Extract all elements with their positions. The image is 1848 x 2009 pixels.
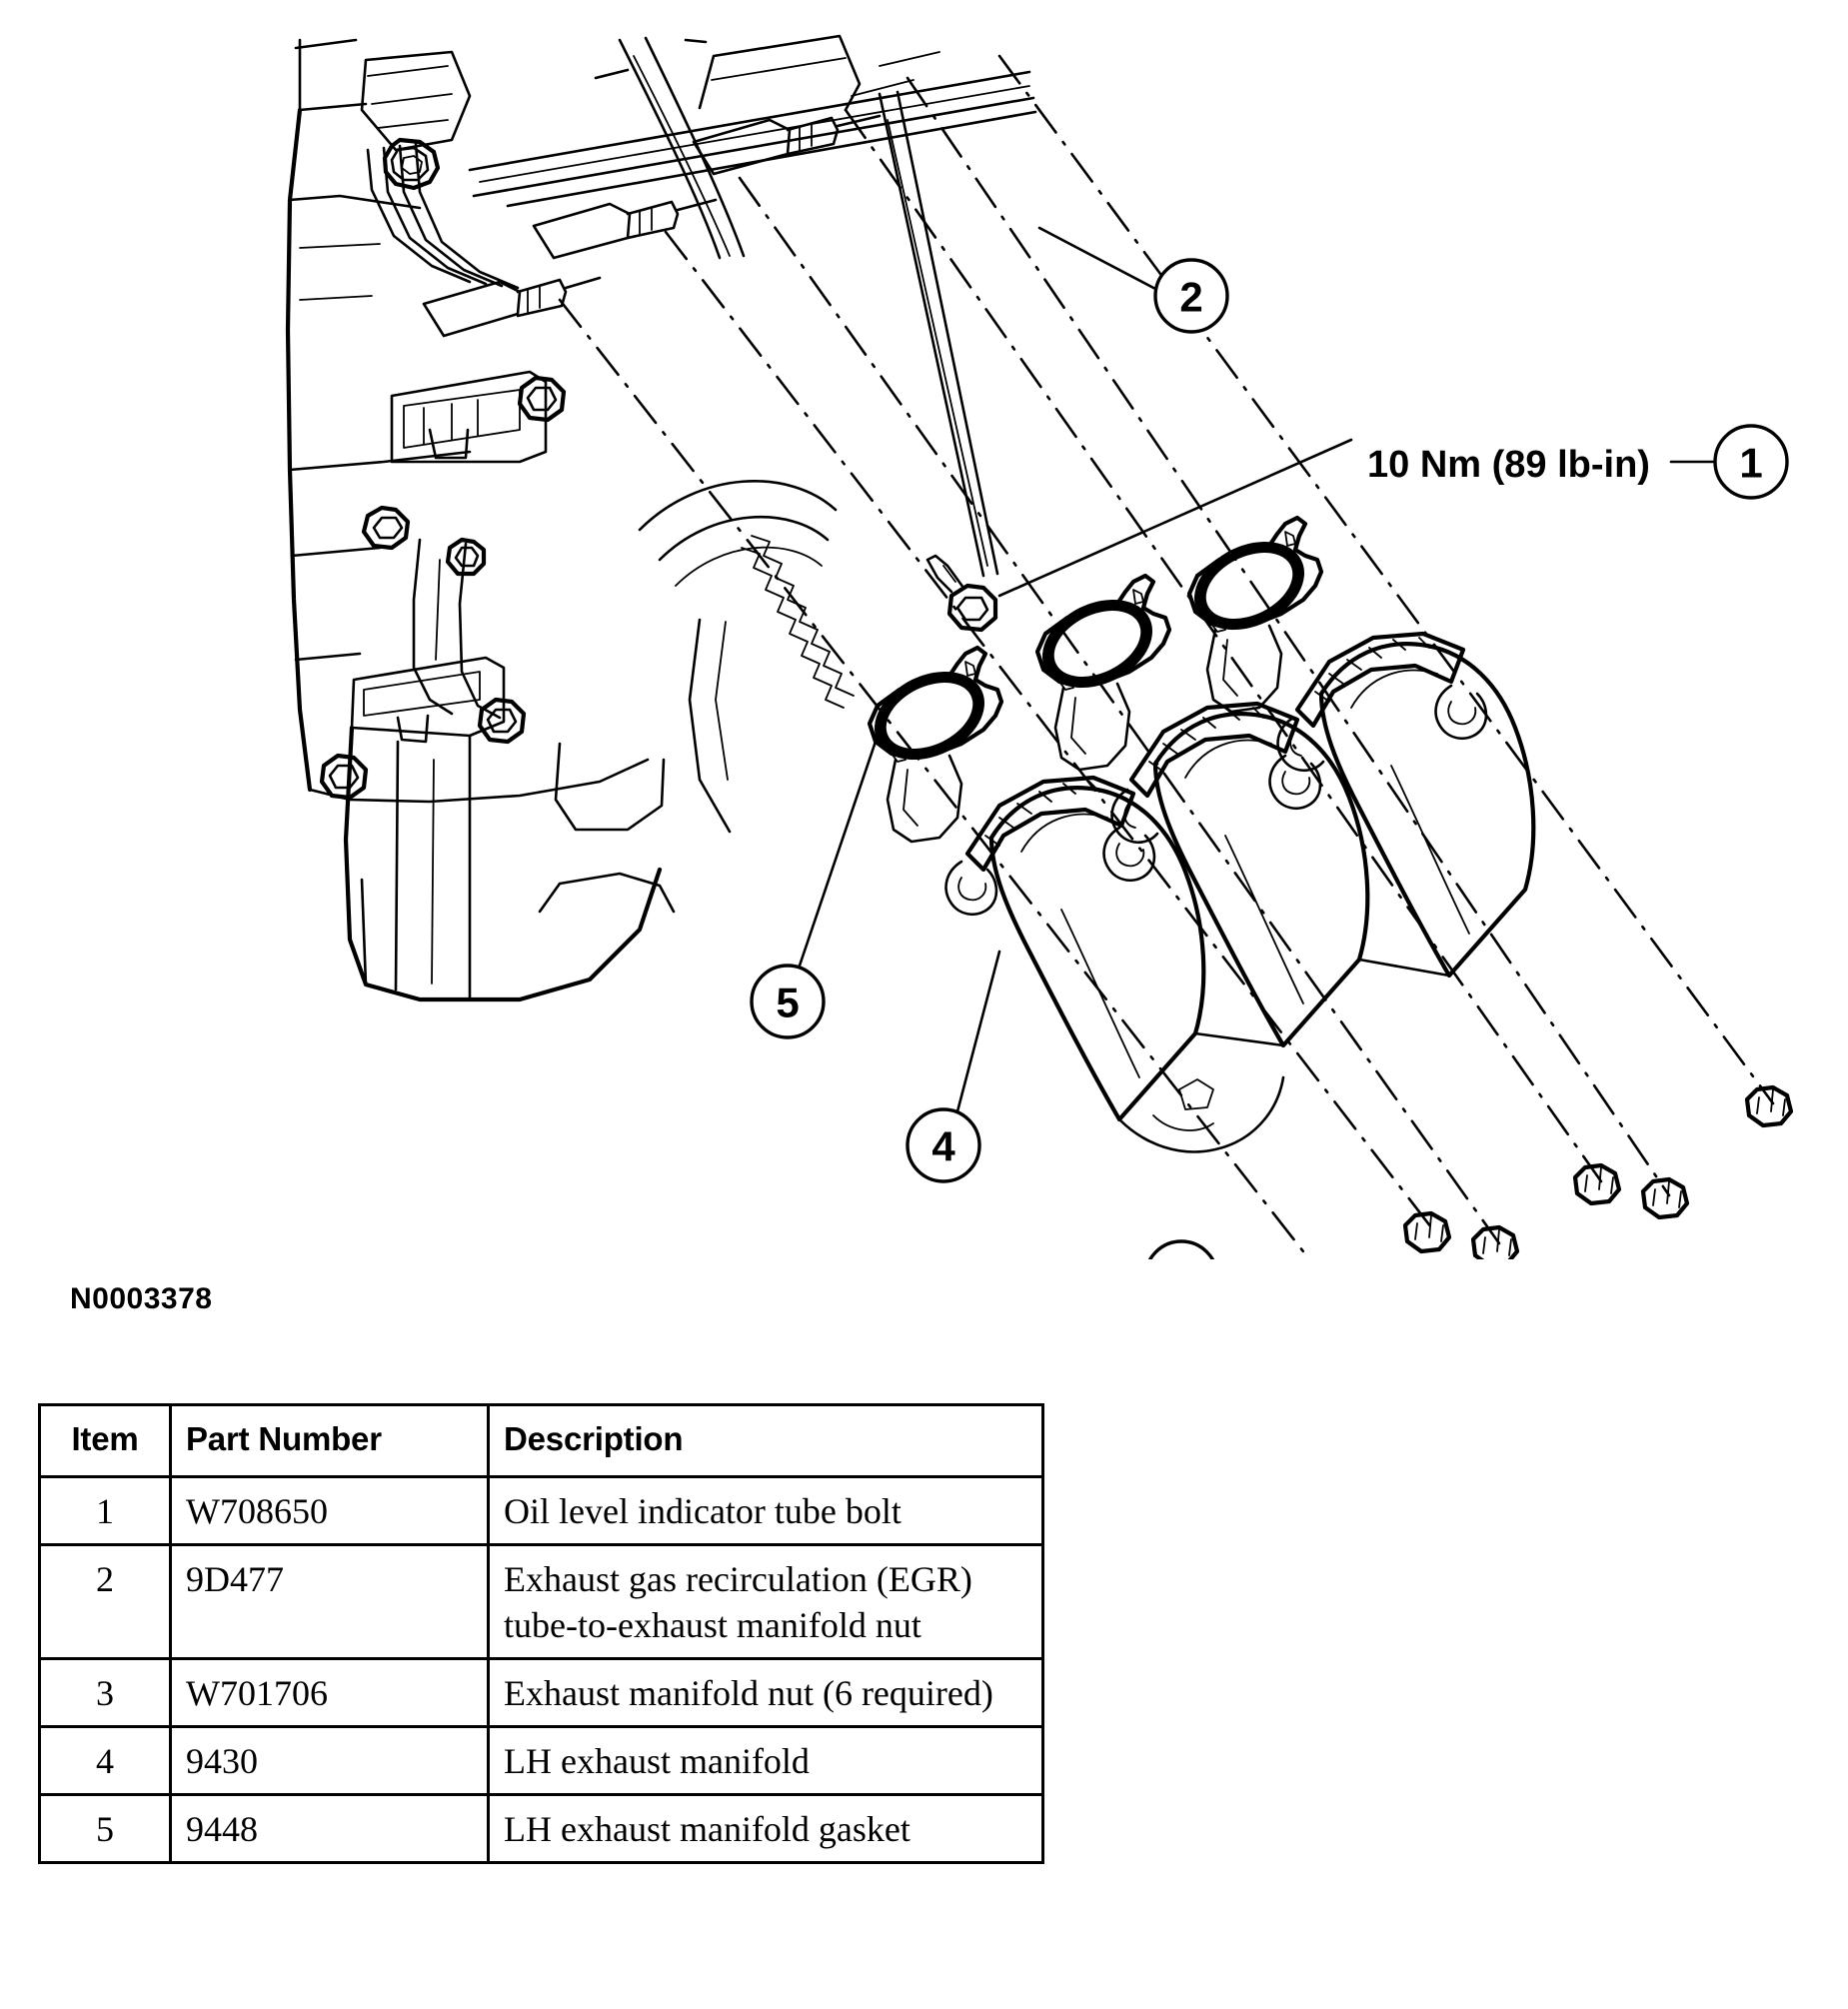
callout-2-number: 2 (1179, 274, 1202, 321)
egr-tube (594, 36, 746, 260)
cell-part-number: W708650 (169, 1474, 490, 1546)
cell-part-number: 9430 (169, 1725, 490, 1796)
manifold-mounting-ear (1102, 826, 1156, 883)
manifold-mounting-ear (1434, 684, 1488, 741)
manifold-nut (1470, 1224, 1520, 1259)
table-row: 3 W701706 Exhaust manifold nut (6 requir… (38, 1657, 1044, 1729)
callout-3[interactable]: 3 (1145, 1239, 1217, 1260)
table-row: 4 9430 LH exhaust manifold (38, 1725, 1044, 1796)
column-header-part-number: Part Number (169, 1403, 490, 1478)
port-stud (692, 114, 882, 176)
callout-1[interactable]: 1 (1713, 424, 1789, 500)
column-header-description: Description (487, 1403, 1044, 1478)
callout-1-number: 1 (1739, 440, 1762, 487)
exhaust-manifold-gaskets (867, 515, 1324, 844)
manifold-mounting-ear (1268, 754, 1322, 811)
hex-bolt-head (319, 753, 369, 801)
cell-description: Oil level indicator tube bolt (487, 1474, 1044, 1546)
callout-5[interactable]: 5 (750, 964, 826, 1039)
cylinder-head-studs (422, 51, 940, 338)
engine-line-drawing: 10 Nm (89 lb-in) 1 2 3 4 5 (285, 34, 1794, 1260)
manifold-mounting-ear (1110, 788, 1159, 845)
port-stud (422, 276, 602, 338)
manifold-nut (1640, 1176, 1690, 1220)
column-header-item: Item (38, 1403, 172, 1478)
gasket (867, 645, 1004, 844)
callout-4[interactable]: 4 (906, 1107, 981, 1183)
cell-item: 3 (38, 1657, 172, 1729)
callout-3-number: 3 (1169, 1255, 1192, 1260)
parts-table: Item Part Number Description 1 W708650 O… (38, 1403, 1044, 1864)
table-row: 5 9448 LH exhaust manifold gasket (38, 1792, 1044, 1864)
cell-description: LH exhaust manifold (487, 1725, 1044, 1796)
parts-table-container: Item Part Number Description 1 W708650 O… (38, 1403, 1044, 1864)
table-row: 1 W708650 Oil level indicator tube bolt (38, 1474, 1044, 1546)
hex-bolt-head (477, 697, 527, 745)
cell-part-number: 9D477 (169, 1542, 490, 1661)
hex-bolt-head (517, 375, 567, 423)
cell-item: 1 (38, 1474, 172, 1546)
gasket (1034, 573, 1172, 772)
callout-5-number: 5 (776, 980, 799, 1026)
manifold-nut (1744, 1084, 1794, 1128)
callout-4-number: 4 (931, 1123, 955, 1170)
flywheel-ring-gear (741, 535, 855, 709)
engine-block-group (285, 34, 1037, 1003)
figure-id-label: N0003378 (70, 1282, 213, 1315)
exhaust-manifold-nuts (1402, 1084, 1794, 1259)
cell-part-number: W701706 (169, 1657, 490, 1729)
exploded-view-illustration: 10 Nm (89 lb-in) 1 2 3 4 5 (285, 34, 1794, 1260)
manifold-nut (1402, 1210, 1452, 1254)
manifold-nut (1572, 1162, 1622, 1206)
cell-part-number: 9448 (169, 1792, 490, 1864)
table-row: 2 9D477 Exhaust gas recirculation (EGR) … (38, 1542, 1044, 1661)
cell-item: 4 (38, 1725, 172, 1796)
cell-item: 2 (38, 1542, 172, 1661)
oil-level-indicator-tube (878, 90, 999, 633)
manifold-mounting-ear (944, 860, 998, 917)
assembly-centerlines (558, 54, 1775, 1259)
cell-description: Exhaust gas recirculation (EGR) tube-to-… (487, 1542, 1044, 1661)
torque-spec-label: 10 Nm (89 lb-in) (1367, 444, 1650, 486)
cell-description: Exhaust manifold nut (6 required) (487, 1657, 1044, 1729)
hex-bolt-head (361, 505, 411, 551)
cell-description: LH exhaust manifold gasket (487, 1792, 1044, 1864)
table-header-row: Item Part Number Description (38, 1403, 1044, 1478)
callout-2[interactable]: 2 (1153, 258, 1229, 334)
gasket (1186, 515, 1324, 714)
oil-level-indicator-tube-bolt (925, 554, 998, 633)
cell-item: 5 (38, 1792, 172, 1864)
leader-lines (798, 226, 1723, 1113)
hex-bolt-head (445, 537, 487, 577)
port-stud (532, 198, 718, 260)
